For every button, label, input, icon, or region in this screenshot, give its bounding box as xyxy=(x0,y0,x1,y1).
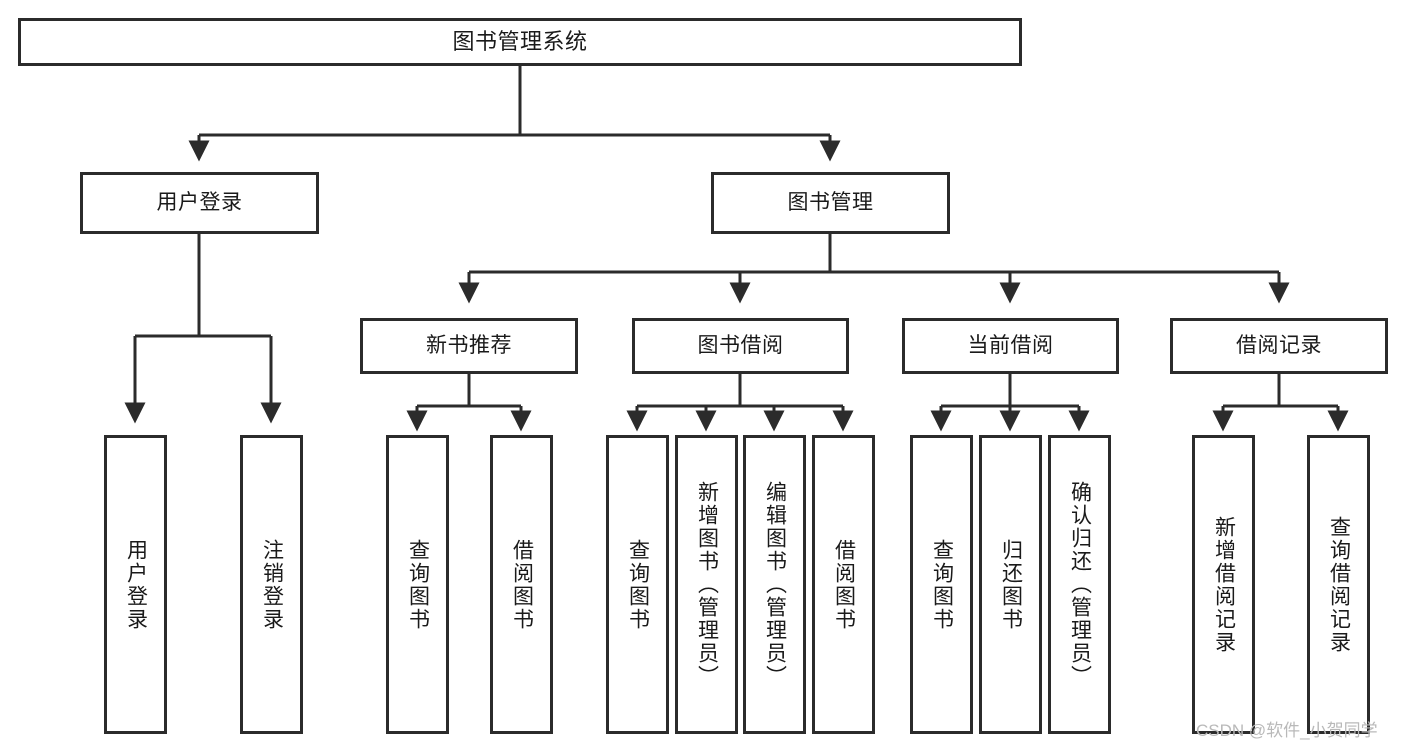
node-label: 图书管理系统 xyxy=(452,29,588,55)
node-leaf-add-book-admin[interactable]: 新增图书（管理员） xyxy=(675,435,738,734)
node-new-book-recommend[interactable]: 新书推荐 xyxy=(360,318,578,374)
node-leaf-add-borrow-record[interactable]: 新增借阅记录 xyxy=(1192,435,1255,734)
node-label: 图书借阅 xyxy=(697,333,784,357)
node-leaf-confirm-return-admin[interactable]: 确认归还（管理员） xyxy=(1048,435,1111,734)
node-label: 查询借阅记录 xyxy=(1327,515,1351,654)
node-leaf-logout[interactable]: 注销登录 xyxy=(240,435,303,734)
node-label: 借阅图书 xyxy=(510,538,534,631)
node-label: 图书管理 xyxy=(787,190,874,214)
node-label: 确认归还（管理员） xyxy=(1068,481,1092,688)
node-book-management[interactable]: 图书管理 xyxy=(711,172,950,234)
node-leaf-query-borrow-record[interactable]: 查询借阅记录 xyxy=(1307,435,1370,734)
node-label: 当前借阅 xyxy=(967,333,1054,357)
node-label: 归还图书 xyxy=(999,538,1023,631)
node-leaf-query-books-borrow[interactable]: 查询图书 xyxy=(606,435,669,734)
node-leaf-query-books-current[interactable]: 查询图书 xyxy=(910,435,973,734)
node-label: 借阅记录 xyxy=(1236,333,1322,357)
node-label: 用户登录 xyxy=(124,538,148,631)
node-root-system[interactable]: 图书管理系统 xyxy=(18,18,1022,66)
node-leaf-borrow-books-recommend[interactable]: 借阅图书 xyxy=(490,435,553,734)
node-label: 借阅图书 xyxy=(832,538,856,631)
node-label: 新增图书（管理员） xyxy=(695,481,719,688)
node-leaf-borrow-books[interactable]: 借阅图书 xyxy=(812,435,875,734)
node-label: 查询图书 xyxy=(626,538,650,631)
node-label: 查询图书 xyxy=(406,538,430,631)
node-label: 编辑图书（管理员） xyxy=(763,481,787,688)
node-leaf-edit-book-admin[interactable]: 编辑图书（管理员） xyxy=(743,435,806,734)
node-book-borrow[interactable]: 图书借阅 xyxy=(632,318,849,374)
node-leaf-user-login[interactable]: 用户登录 xyxy=(104,435,167,734)
node-leaf-query-books-recommend[interactable]: 查询图书 xyxy=(386,435,449,734)
node-label: 新增借阅记录 xyxy=(1212,515,1236,654)
node-leaf-return-books[interactable]: 归还图书 xyxy=(979,435,1042,734)
node-current-borrow[interactable]: 当前借阅 xyxy=(902,318,1119,374)
watermark: CSDN @软件_小贺同学 xyxy=(1196,721,1378,740)
node-label: 查询图书 xyxy=(930,538,954,631)
node-label: 用户登录 xyxy=(156,190,243,214)
node-label: 注销登录 xyxy=(260,538,284,631)
node-borrow-records[interactable]: 借阅记录 xyxy=(1170,318,1388,374)
node-label: 新书推荐 xyxy=(426,333,512,357)
node-user-login[interactable]: 用户登录 xyxy=(80,172,319,234)
